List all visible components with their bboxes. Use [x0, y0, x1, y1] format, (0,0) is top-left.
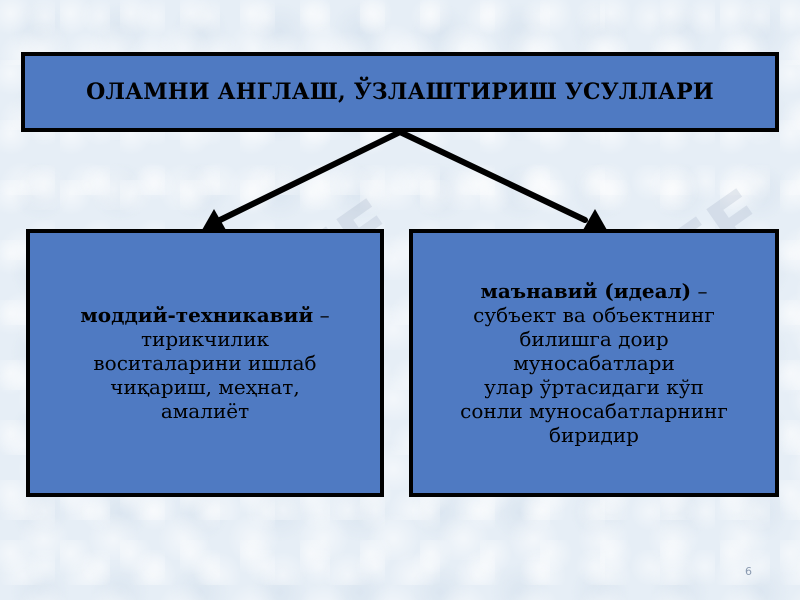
left-concept-line: чиқариш, меҳнат,	[110, 375, 300, 399]
right-concept-line: сонли муносабатларнинг	[460, 399, 728, 423]
left-concept-term: моддий-техникавий	[80, 303, 314, 327]
right-concept-line: муносабатлари	[513, 351, 675, 375]
left-concept-dash: –	[313, 303, 330, 327]
left-concept-content: моддий-техникавий – тирикчилик воситалар…	[70, 303, 339, 423]
right-concept-heading: маънавий (идеал) –	[460, 279, 728, 303]
right-concept-content: маънавий (идеал) – субъект ва объектнинг…	[450, 279, 738, 447]
right-concept-dash: –	[691, 279, 708, 303]
right-concept-line: улар ўртасидаги кўп	[484, 375, 704, 399]
right-concept-line: билишга доир	[519, 327, 669, 351]
left-concept-box: моддий-техникавий – тирикчилик воситалар…	[26, 229, 384, 497]
diagram-title-box: ОЛАМНИ АНГЛАШ, ЎЗЛАШТИРИШ УСУЛЛАРИ	[21, 52, 779, 132]
arrow-left-head	[202, 209, 226, 230]
arrow-left-line	[217, 129, 403, 223]
arrow-right-head	[583, 209, 607, 230]
left-concept-heading: моддий-техникавий –	[80, 303, 329, 327]
diagram-title: ОЛАМНИ АНГЛАШ, ЎЗЛАШТИРИШ УСУЛЛАРИ	[86, 79, 714, 105]
right-concept-line: субъект ва объектнинг	[473, 303, 715, 327]
slide-page-number: 6	[745, 565, 752, 578]
left-concept-line: воситаларини ишлаб	[93, 351, 317, 375]
right-concept-term: маънавий (идеал)	[480, 279, 692, 303]
arrow-right-line	[397, 129, 588, 223]
right-concept-box: маънавий (идеал) – субъект ва объектнинг…	[409, 229, 779, 497]
right-concept-line: биридир	[549, 423, 639, 447]
left-concept-line: тирикчилик	[140, 327, 270, 351]
left-concept-line: амалиёт	[160, 399, 250, 423]
